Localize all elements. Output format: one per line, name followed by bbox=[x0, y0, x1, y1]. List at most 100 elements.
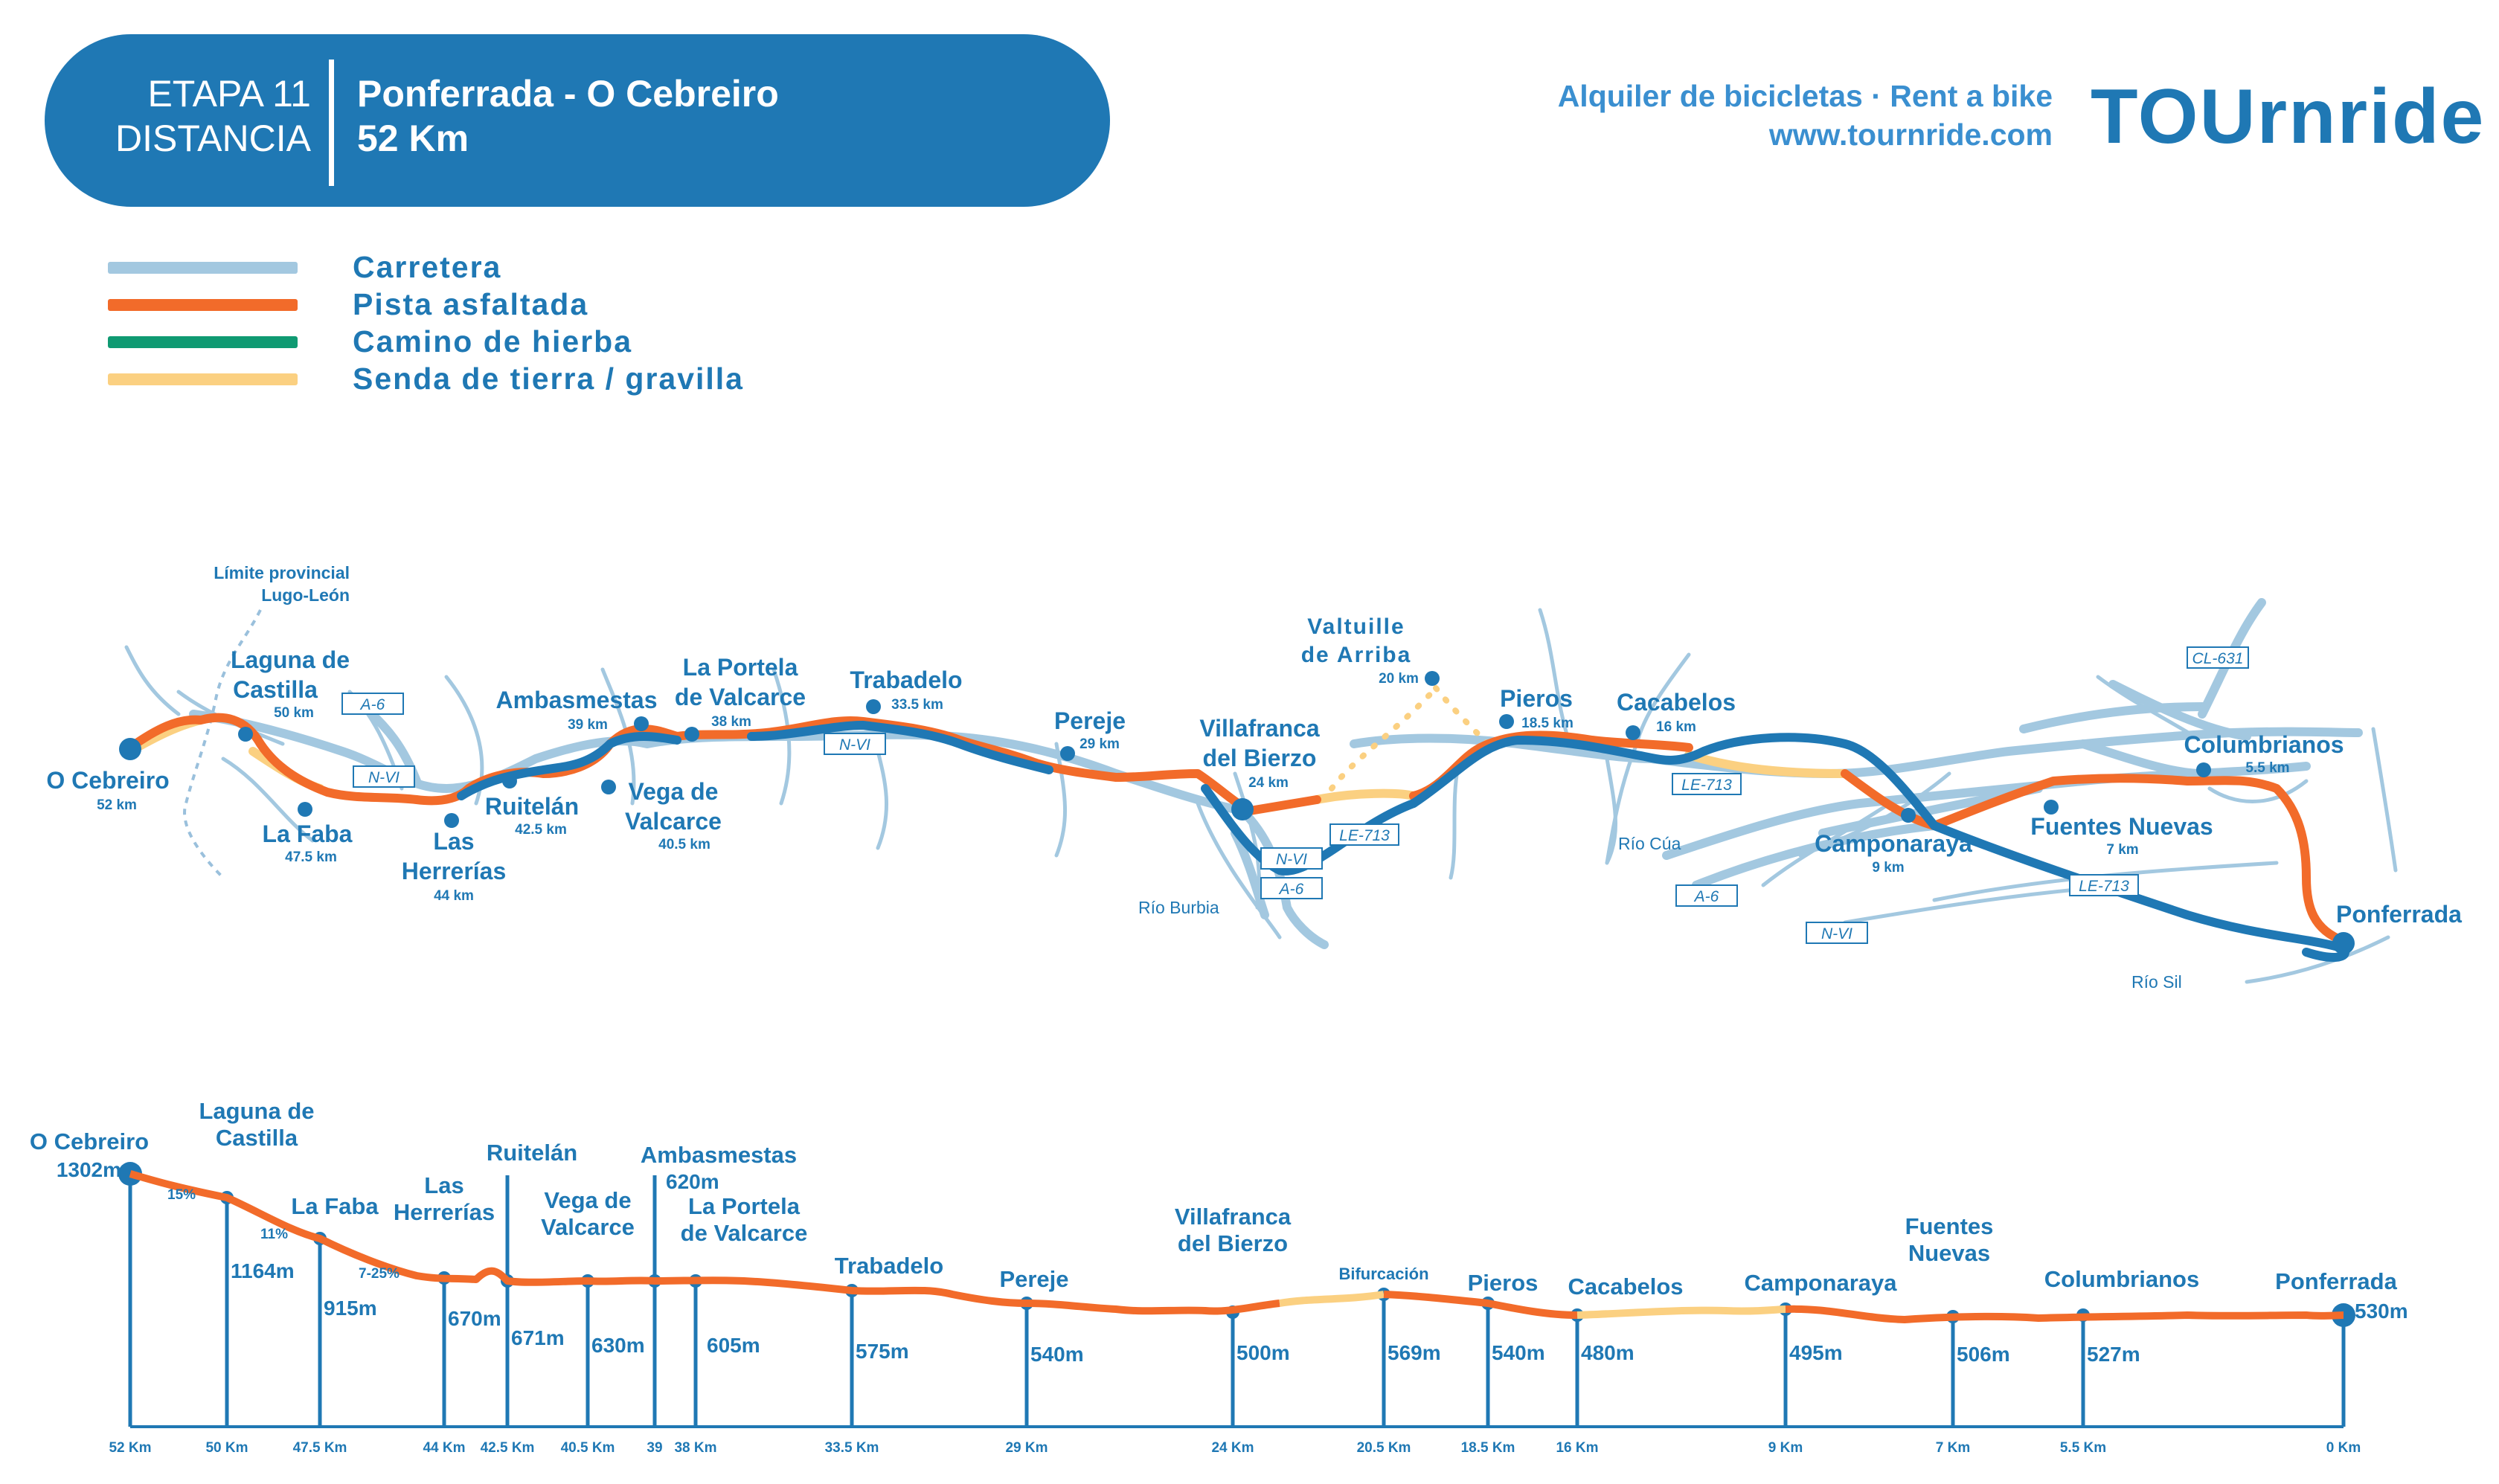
profile-station-km: 16 Km bbox=[1556, 1440, 1598, 1456]
stage-label: ETAPA 11 bbox=[147, 73, 311, 115]
grade-label: 11% bbox=[260, 1227, 288, 1242]
profile-station-name: Castilla bbox=[216, 1125, 298, 1151]
profile-station-elevation: 527m bbox=[2087, 1343, 2140, 1366]
profile-station-name: Bifurcación bbox=[1338, 1265, 1428, 1283]
road-signs bbox=[341, 646, 2249, 944]
profile-station-km: 18.5 Km bbox=[1461, 1440, 1515, 1456]
town-name-cacabelos: Cacabelos bbox=[1617, 689, 1736, 716]
town-name-columbrianos: Columbrianos bbox=[2184, 731, 2344, 758]
legend-swatch-paved bbox=[108, 299, 298, 311]
profile-station-name: Camponaraya bbox=[1744, 1270, 1897, 1296]
profile-station-name: Nuevas bbox=[1908, 1240, 1990, 1266]
profile-station-name: Laguna de bbox=[199, 1098, 314, 1124]
profile-station-km: 9 Km bbox=[1768, 1440, 1803, 1456]
profile-line-gravel bbox=[1279, 1291, 1385, 1307]
profile-station-elevation: 480m bbox=[1581, 1341, 1635, 1364]
profile-station-elevation: 1164m bbox=[231, 1259, 295, 1282]
profile-station-name: Valcarce bbox=[541, 1214, 635, 1240]
marker-fuentes bbox=[2044, 800, 2059, 815]
town-name-ponferrada: Ponferrada bbox=[2336, 901, 2462, 928]
town-name-trabadelo: Trabadelo bbox=[850, 666, 962, 693]
profile-station-km: 52 Km bbox=[109, 1440, 151, 1456]
river-labels: Río Burbia Río Cúa Río Sil bbox=[1138, 834, 2182, 992]
boundary-label-2: Lugo-León bbox=[261, 585, 350, 605]
marker-camponaraya bbox=[1901, 808, 1916, 823]
marker-villafranca bbox=[1231, 798, 1254, 820]
road-label-nvi: N-VI bbox=[1821, 925, 1852, 942]
provincial-boundary bbox=[183, 609, 262, 879]
town-km-valtuille: 20 km bbox=[1379, 671, 1419, 687]
route-title: Ponferrada - O Cebreiro bbox=[357, 73, 779, 115]
distance-label: DISTANCIA bbox=[115, 118, 311, 159]
road-label-nvi: N-VI bbox=[1276, 851, 1307, 868]
town-km-vega: 40.5 km bbox=[658, 837, 710, 852]
profile-station-elevation: 630m bbox=[591, 1334, 645, 1357]
marker-herrerias bbox=[444, 813, 459, 828]
brand-logo-text: TOUrnride bbox=[2091, 74, 2486, 160]
marker-columbrianos bbox=[2196, 762, 2211, 777]
profile-station-km: 24 Km bbox=[1211, 1440, 1254, 1456]
profile-station-name: Pereje bbox=[999, 1266, 1068, 1292]
town-km-columbrianos: 5.5 km bbox=[2245, 760, 2289, 776]
profile-station-name: del Bierzo bbox=[1178, 1230, 1288, 1256]
town-name-pereje: Pereje bbox=[1054, 707, 1126, 734]
marker-cebreiro bbox=[119, 738, 141, 760]
legend-label-road: Carretera bbox=[353, 250, 502, 284]
profile-station-km: 5.5 Km bbox=[2060, 1440, 2106, 1456]
town-km-portela: 38 km bbox=[711, 714, 751, 730]
profile-station-name: de Valcarce bbox=[681, 1220, 808, 1246]
profile-station-name: Fuentes bbox=[1905, 1213, 1994, 1239]
website-link[interactable]: www.tournride.com bbox=[1768, 118, 2053, 152]
road-label-le713: LE-713 bbox=[2079, 878, 2129, 895]
marker-faba bbox=[298, 802, 312, 817]
profile-station-name: Villafranca bbox=[1175, 1204, 1292, 1230]
profile-station-elevation: 569m bbox=[1388, 1341, 1441, 1364]
profile-station-name: Ambasmestas bbox=[641, 1142, 797, 1168]
profile-station-km: 40.5 Km bbox=[561, 1440, 615, 1456]
marker-valtuille bbox=[1425, 671, 1440, 686]
route-distance: 52 Km bbox=[357, 118, 469, 159]
town-km-pieros: 18.5 km bbox=[1521, 716, 1573, 731]
profile-station-name: Ruitelán bbox=[487, 1140, 577, 1166]
map-town-labels: O Cebreiro 52 km Laguna de Castilla 50 k… bbox=[46, 614, 2462, 928]
road-label-le713: LE-713 bbox=[1681, 777, 1732, 794]
profile-station-name: La Faba bbox=[291, 1193, 379, 1219]
town-km-fuentes: 7 km bbox=[2106, 842, 2138, 858]
town-km-cacabelos: 16 km bbox=[1656, 719, 1696, 735]
legend-label-paved: Pista asfaltada bbox=[353, 287, 589, 321]
brand-logo: TOUrnride bbox=[2091, 73, 2485, 161]
profile-station-km: 50 Km bbox=[205, 1440, 248, 1456]
marker-trabadelo bbox=[866, 699, 881, 714]
profile-station-name: Columbrianos bbox=[2044, 1266, 2199, 1292]
profile-station-km: 39 bbox=[647, 1440, 662, 1456]
profile-station-km: 0 Km bbox=[2326, 1440, 2361, 1456]
profile-station-name: Trabadelo bbox=[835, 1253, 943, 1279]
profile-station-km: 42.5 Km bbox=[481, 1440, 535, 1456]
road-label-cl631: CL-631 bbox=[2192, 650, 2244, 667]
profile-station-elevation: 530m bbox=[2355, 1300, 2408, 1323]
town-km-ambasmestas: 39 km bbox=[568, 717, 608, 733]
profile-line-gravel bbox=[1576, 1305, 1786, 1319]
town-km-trabadelo: 33.5 km bbox=[891, 697, 943, 713]
valtuille-branch bbox=[1329, 685, 1491, 791]
profile-station-km: 47.5 Km bbox=[293, 1440, 347, 1456]
town-name-herrerias-1: Las bbox=[433, 828, 474, 855]
river-label-sil: Río Sil bbox=[2131, 972, 2182, 992]
grade-label: 7-25% bbox=[359, 1266, 400, 1282]
legend-swatch-road bbox=[108, 262, 298, 274]
profile-station-elevation: 671m bbox=[511, 1326, 565, 1349]
profile-station-elevation: 495m bbox=[1789, 1341, 1843, 1364]
town-name-ambasmestas: Ambasmestas bbox=[496, 687, 658, 713]
town-name-herrerias-2: Herrerías bbox=[402, 858, 507, 884]
marker-portela bbox=[684, 727, 699, 742]
legend-label-gravel: Senda de tierra / gravilla bbox=[353, 362, 744, 396]
profile-station-elevation: 540m bbox=[1030, 1343, 1084, 1366]
marker-laguna bbox=[238, 727, 253, 742]
profile-station-km: 7 Km bbox=[1936, 1440, 1970, 1456]
legend-label-grass: Camino de hierba bbox=[353, 324, 633, 359]
profile-station-km: 38 Km bbox=[674, 1440, 716, 1456]
marker-ambasmestas bbox=[634, 716, 649, 731]
marker-pieros bbox=[1499, 714, 1514, 729]
